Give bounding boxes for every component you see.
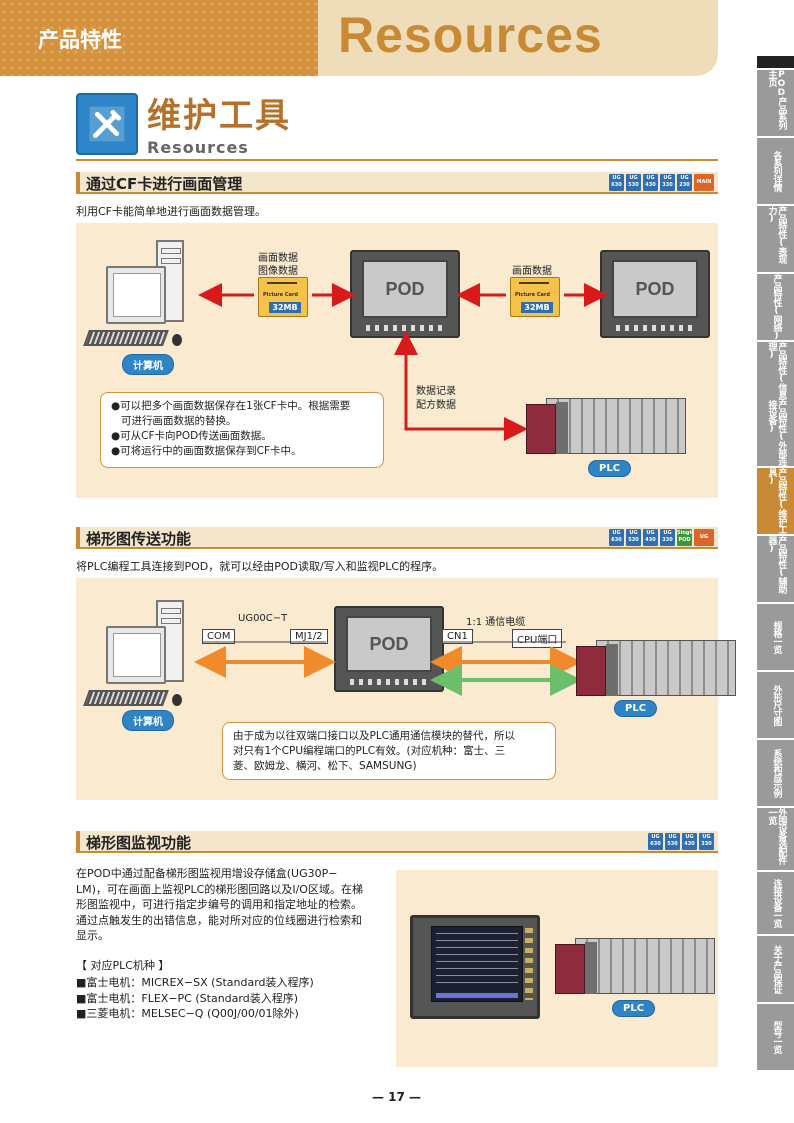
bullet: 可进行画面数据的替换。 <box>121 415 237 427</box>
para-line: LM)，可在画面上监视PLC的梯形图回路以及I/O区域。在梯 <box>76 882 363 896</box>
side-tab-1[interactable]: 各系列详情 <box>757 138 794 204</box>
cable-label-2: 1:1 通信电缆 <box>466 617 526 628</box>
side-tab-13[interactable]: 关于产品保证 <box>757 936 794 1002</box>
section1-callout: ●可以把多个画面数据保存在1张CF卡中。根据需要 可进行画面数据的替换。 ●可从… <box>100 392 384 468</box>
plc-model-item: ■三菱电机：MELSEC−Q (Q00J/00/01除外) <box>76 1007 299 1020</box>
port-mj: MJ1/2 <box>290 629 328 644</box>
model-badge: UG 430 <box>643 529 658 546</box>
pod-device: POD <box>334 606 444 692</box>
section2-callout: 由于成为以往双端口接口以及PLC通用通信模块的替代，所以 对只有1个CPU编程端… <box>222 722 556 780</box>
header-category: 产品特性 <box>38 28 122 52</box>
side-tab-12[interactable]: 连接设备一览 <box>757 872 794 934</box>
section1-title: 通过CF卡进行画面管理 <box>86 175 243 193</box>
side-tab-14[interactable]: 型号一览 <box>757 1004 794 1070</box>
page-subtitle: Resources <box>147 138 249 157</box>
plc-model-title: 【 对应PLC机种 】 <box>76 959 170 972</box>
section1-header: 通过CF卡进行画面管理 UG 630 UG 530 UG 430 UG 330 … <box>76 172 718 194</box>
section1-arrows <box>198 283 608 441</box>
bullet: ●可以把多个画面数据保存在1张CF卡中。根据需要 <box>111 400 351 412</box>
side-tab-3[interactable]: 产品特性(网络) <box>757 274 794 340</box>
pc-label: 计算机 <box>122 710 174 731</box>
side-tab-marker <box>757 56 794 68</box>
page-number: — 17 — <box>372 1090 422 1104</box>
model-badge: UG 430 <box>682 833 697 850</box>
log-label-1: 数据记录 <box>416 386 456 397</box>
side-tab-5[interactable]: 产品特性(外部连接设备) <box>757 400 794 466</box>
data-label-1: 画面数据 <box>258 253 298 264</box>
model-badge: UG 330 <box>660 174 675 191</box>
plc-label: PLC <box>612 1000 656 1017</box>
model-badge: Single POD <box>677 529 695 546</box>
section3-badges: UG 630 UG 530 UG 430 UG 330 <box>648 833 714 850</box>
section2-arrows <box>194 641 582 696</box>
note-line: 对只有1个CPU编程端口的PLC有效。(对应机种：富士、三 <box>233 745 506 757</box>
port-com: COM <box>202 629 236 644</box>
model-badge: UG 530 <box>665 833 680 850</box>
header-title: Resources <box>338 7 603 63</box>
section2-header: 梯形图传送功能 UG 630 UG 530 UG 430 UG 330 Sing… <box>76 527 718 557</box>
computer <box>83 240 184 372</box>
plc-model-item: ■富士电机：FLEX−PC (Standard装入程序) <box>76 991 298 1005</box>
plc-label: PLC <box>614 700 658 717</box>
section2-title: 梯形图传送功能 <box>86 530 192 548</box>
plc-label: PLC <box>588 460 632 477</box>
tools-icon <box>76 93 138 155</box>
section1-desc: 利用CF卡能简单地进行画面数据管理。 <box>76 205 267 218</box>
data-label-3: 画面数据 <box>512 266 552 277</box>
page-title: 维护工具 <box>147 96 291 136</box>
model-badge: UG 630 <box>609 529 624 546</box>
model-badge: UG 530 <box>626 529 641 546</box>
note-line: 菱、欧姆龙、横河、松下、SAMSUNG) <box>233 760 417 772</box>
section3-paragraph: 在POD中通过配备梯形图监视用增设存储盒(UG30P− LM)，可在画面上监视P… <box>76 866 378 944</box>
pc-label: 计算机 <box>122 354 174 375</box>
plc-rack <box>555 938 715 998</box>
model-badge: UG 530 <box>626 174 641 191</box>
title-divider <box>76 159 718 161</box>
ladder-monitor-device <box>410 915 540 1019</box>
para-line: 显示。 <box>76 929 109 942</box>
para-line: 形图监视中，可进行指定步编号的调用和指定地址的检索。 <box>76 898 362 911</box>
port-cn1: CN1 <box>442 629 473 644</box>
bullet: ●可从CF卡向POD传送画面数据。 <box>111 430 272 442</box>
computer <box>83 600 184 732</box>
model-badge: UG 430 <box>643 174 658 191</box>
side-tab-4[interactable]: 产品特性(信息管理) <box>757 342 794 408</box>
model-badge: MAIN <box>694 174 714 191</box>
pod-device: POD <box>600 250 710 338</box>
section2-desc: 将PLC编程工具连接到POD，就可以经由POD读取/写入和监视PLC的程序。 <box>76 560 444 573</box>
plc-rack <box>526 398 686 458</box>
para-line: 在POD中通过配备梯形图监视用增设存储盒(UG30P− <box>76 867 338 880</box>
bullet: ●可将运行中的画面数据保存到CF卡中。 <box>111 445 302 457</box>
side-tab-9[interactable]: 外形尺寸图 <box>757 672 794 738</box>
model-badge: UG 221 <box>694 529 714 557</box>
section1-badges: UG 630 UG 530 UG 430 UG 330 UG 230 MAIN <box>609 174 714 191</box>
section3-title: 梯形图监视功能 <box>86 834 192 852</box>
side-tab-8[interactable]: 规格一览 <box>757 604 794 670</box>
side-tab-0[interactable]: POD产品系列主页 <box>757 70 794 136</box>
model-badge: UG 630 <box>609 174 624 191</box>
plc-rack <box>576 640 736 700</box>
plc-model-list: ■富士电机：MICREX−SX (Standard装入程序) ■富士电机：FLE… <box>76 975 378 1022</box>
side-tab-7[interactable]: 产品特性(辅助器) <box>757 536 794 602</box>
note-line: 由于成为以往双端口接口以及PLC通用通信模块的替代，所以 <box>233 730 516 742</box>
plc-model-item: ■富士电机：MICREX−SX (Standard装入程序) <box>76 976 314 989</box>
section2-badges: UG 630 UG 530 UG 430 UG 330 Single POD U… <box>609 529 714 557</box>
side-tab-2[interactable]: 产品特性(表现力) <box>757 206 794 272</box>
cable-label-1: UG00C−T <box>238 613 288 624</box>
log-label-2: 配方数据 <box>416 400 456 411</box>
model-badge: UG 330 <box>699 833 714 850</box>
section3-header: 梯形图监视功能 UG 630 UG 530 UG 430 UG 330 <box>76 831 718 853</box>
side-tab-11[interactable]: 外围设备选配件一览 <box>757 808 794 870</box>
model-badge: UG 330 <box>660 529 675 546</box>
para-line: 通过点触发生的出错信息，能对所对应的位线圈进行检索和 <box>76 913 362 927</box>
model-badge: UG 230 <box>677 174 692 191</box>
model-badge: UG 630 <box>648 833 663 850</box>
side-tab-10[interactable]: 系统构成示例 <box>757 740 794 806</box>
header-category-bar <box>0 0 318 76</box>
data-label-2: 图像数据 <box>258 266 298 277</box>
header-title-bar <box>318 0 718 76</box>
side-tab-6[interactable]: 产品特性(维护工具) <box>757 468 794 534</box>
